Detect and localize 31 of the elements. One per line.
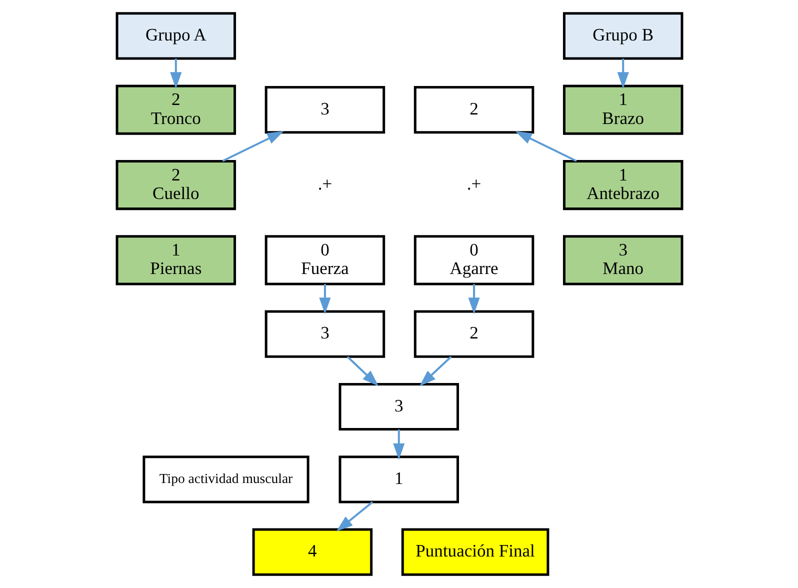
node-box: 3 Mano [562, 235, 683, 286]
arrow [170, 58, 182, 89]
node-box: 0 Fuerza [264, 235, 385, 286]
arrow [418, 356, 452, 386]
node-box: 2 [413, 310, 534, 358]
node-box: Puntuación Final [400, 528, 549, 576]
node-box: 2 Tronco [115, 84, 236, 135]
node-box: 2 Cuello [115, 160, 236, 210]
node-box: 1 Piernas [115, 235, 236, 286]
node-box: 3 [338, 382, 458, 431]
label: .+ [466, 174, 481, 194]
node-box: 0 Agarre [413, 235, 534, 286]
node-box: 3 [264, 310, 385, 358]
arrow [222, 131, 284, 162]
arrow [514, 131, 576, 162]
arrow [616, 58, 628, 89]
arrow [318, 284, 330, 314]
node-box: Grupo A [115, 12, 236, 60]
node-box: 1 [338, 456, 458, 504]
arrow [468, 284, 480, 314]
label: .+ [317, 174, 332, 194]
arrow [346, 356, 378, 386]
node-box: 2 [413, 86, 534, 134]
node-box: 4 [252, 528, 372, 576]
arrow [336, 501, 373, 532]
node-box: 1 Brazo [562, 84, 683, 135]
node-box: Grupo B [562, 12, 683, 60]
node-box: 1 Antebrazo [562, 160, 683, 210]
arrow [392, 429, 404, 460]
node-box: Tipo actividad muscular [142, 456, 309, 504]
node-box: 3 [264, 86, 385, 134]
